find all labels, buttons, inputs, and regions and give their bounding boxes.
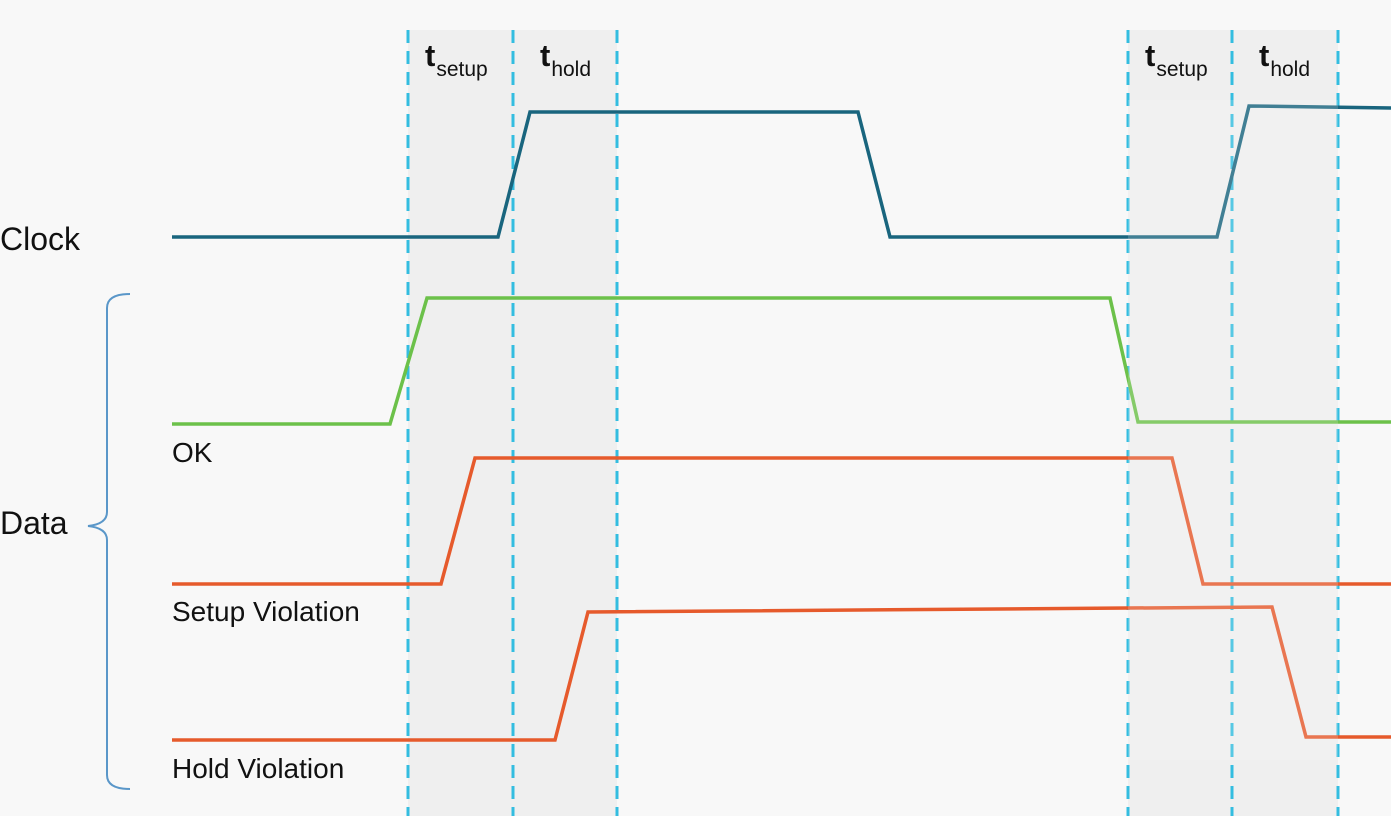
data-brace — [87, 293, 131, 790]
ok-trace — [172, 296, 1391, 426]
clock-trace — [172, 104, 1391, 239]
hold-time-label-2: thold — [1259, 38, 1310, 81]
data-label: Data — [0, 505, 68, 541]
hold-violation-label: Hold Violation — [172, 753, 344, 784]
hold-time-label-1: thold — [540, 38, 591, 81]
clock-label: Clock — [0, 221, 81, 257]
setup-time-label-2: tsetup — [1145, 38, 1208, 81]
fade-overlay — [1128, 100, 1338, 760]
setup-violation-trace — [172, 456, 1391, 586]
setup-violation-label: Setup Violation — [172, 596, 360, 627]
setup-time-label-1: tsetup — [425, 38, 488, 81]
dashed-markers — [406, 30, 1340, 816]
fade-region — [1128, 100, 1338, 760]
hold-window-1 — [513, 30, 617, 816]
setup-window-1 — [408, 30, 513, 816]
ok-label: OK — [172, 437, 213, 468]
hold-violation-trace — [172, 605, 1391, 742]
